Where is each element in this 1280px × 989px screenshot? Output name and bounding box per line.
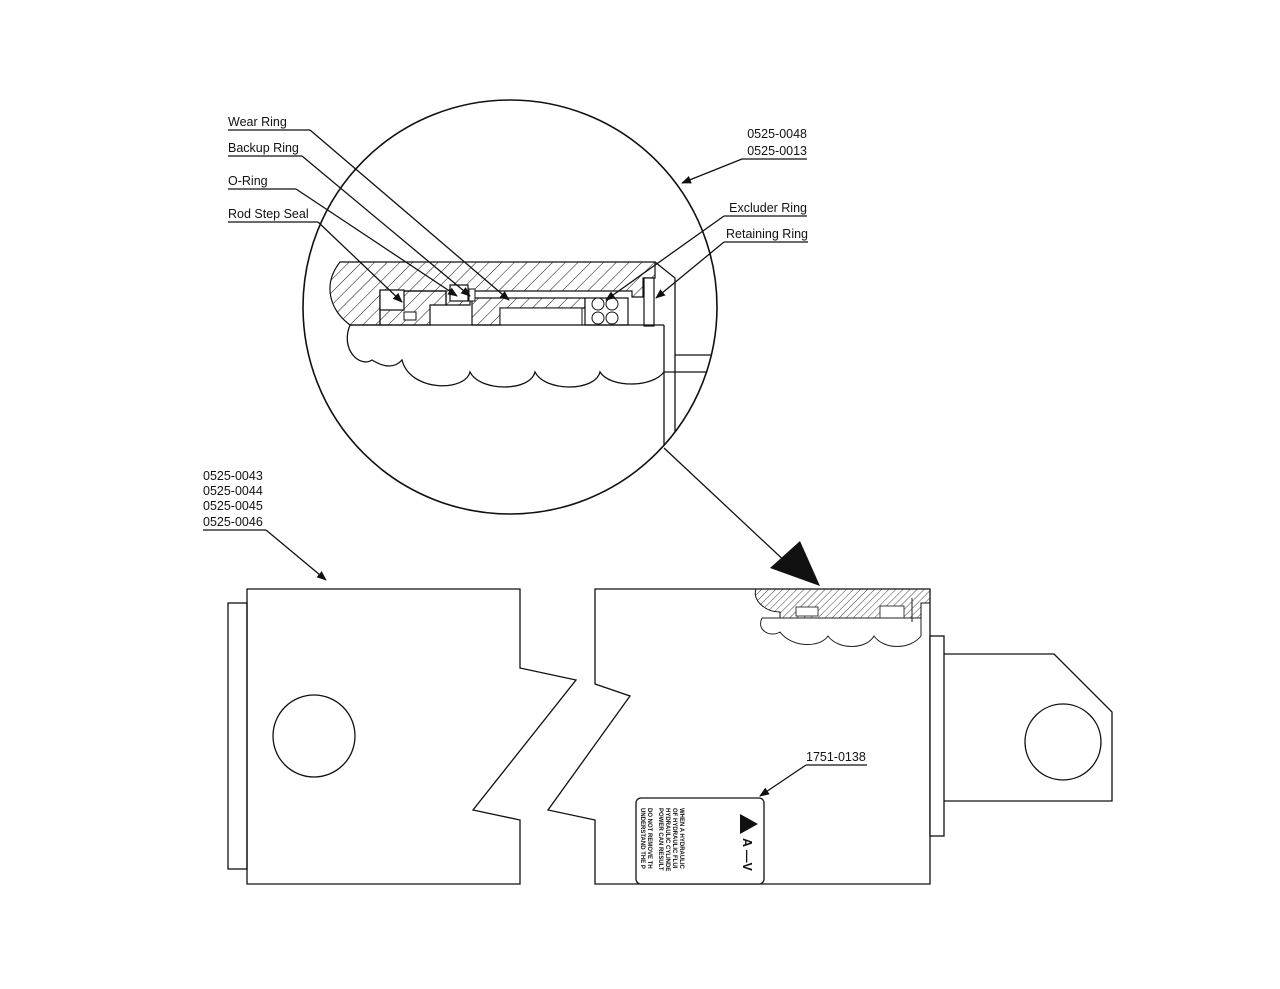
label-detail-part-1: 0525-0048 <box>747 127 807 141</box>
label-o-ring: O-Ring <box>228 174 268 188</box>
rod-bore <box>499 307 583 326</box>
label-cylinder-part-1: 0525-0043 <box>203 469 263 483</box>
label-excluder-ring: Excluder Ring <box>729 201 807 215</box>
decal-line-1: WHEN A HYDRAULIC <box>678 808 684 870</box>
backup-ring-seal <box>468 288 476 302</box>
detail-pointer-arrow <box>770 541 820 586</box>
decal-frame <box>635 797 765 885</box>
cylinder-callouts: 0525-0043 0525-0044 0525-0045 0525-0046 … <box>203 469 867 797</box>
warning-triangle-icon <box>740 814 758 834</box>
excluder-lobe-3 <box>591 311 605 325</box>
decal-line-6: UNDERSTAND THE P <box>639 808 645 869</box>
decal-line-4: POWER CAN RESULT <box>657 808 663 871</box>
decal-line-5: DO NOT REMOVE TH <box>646 808 652 869</box>
decal-line-3: HYDRAULIC CYLINDE <box>664 808 670 871</box>
label-retaining-ring: Retaining Ring <box>726 227 808 241</box>
break-line <box>346 324 665 388</box>
rod-gland-plate <box>929 635 945 837</box>
label-cylinder-part-3: 0525-0045 <box>203 499 263 513</box>
left-pin-hole <box>272 694 356 778</box>
decal-header: A —V <box>740 838 754 872</box>
excluder-lobe-1 <box>591 297 605 311</box>
detail-view <box>302 99 820 586</box>
label-detail-part-2: 0525-0013 <box>747 144 807 158</box>
label-cylinder-part-4: 0525-0046 <box>203 515 263 529</box>
warning-decal: WHEN A HYDRAULIC OF HYDRAULIC FLUI HYDRA… <box>635 797 765 885</box>
label-wear-ring: Wear Ring <box>228 115 287 129</box>
seal-notch <box>403 311 417 321</box>
seal-callouts: Wear Ring Backup Ring O-Ring Rod Step Se… <box>228 115 808 303</box>
label-cylinder-part-2: 0525-0044 <box>203 484 263 498</box>
rod-clevis-pin-hole <box>1024 703 1102 781</box>
cylinder-assembly: WHEN A HYDRAULIC OF HYDRAULIC FLUI HYDRA… <box>227 588 1113 885</box>
retaining-ring <box>643 277 655 327</box>
cutaway-break-line <box>760 617 922 647</box>
excluder-lobe-2 <box>605 297 619 311</box>
rod-clevis <box>944 653 1113 802</box>
excluder-lobe-4 <box>605 311 619 325</box>
left-end-cap <box>227 602 248 870</box>
detail-leader-line <box>663 447 791 567</box>
label-decal-part: 1751-0138 <box>806 750 866 764</box>
left-barrel <box>246 588 578 885</box>
decal-line-2: OF HYDRAULIC FLUI <box>671 808 677 869</box>
label-backup-ring: Backup Ring <box>228 141 299 155</box>
label-rod-step-seal: Rod Step Seal <box>228 207 309 221</box>
